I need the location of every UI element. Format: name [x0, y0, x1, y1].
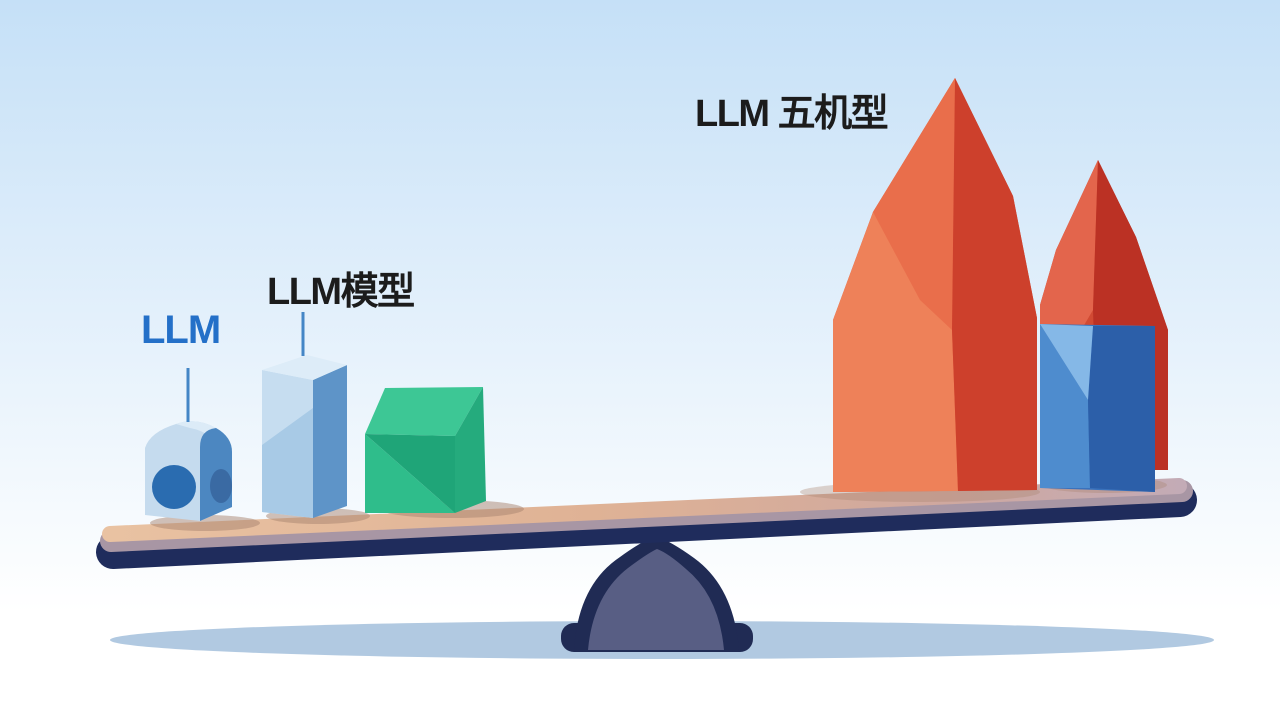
label-llm-medium: LLM模型: [267, 271, 415, 313]
right-blue-prism: [1040, 324, 1155, 492]
green-cube-front-dark-facet: [365, 434, 455, 513]
right-prism-right-face: [1088, 326, 1155, 492]
red-crystal-dark-facet: [952, 78, 1037, 491]
dome-shape-front-circle: [152, 465, 196, 509]
seesaw-plank: [96, 478, 1197, 569]
large-red-crystal: [833, 78, 1037, 492]
plank-top-surface: [102, 478, 1187, 542]
label-llm-large: LLM 五机型: [695, 93, 889, 135]
blue-prism-top-face: [262, 355, 347, 380]
red-crystal-mid-facet: [873, 78, 955, 330]
green-cube-top-face: [365, 387, 483, 436]
label-llm-small: LLM: [141, 308, 221, 352]
small-dome-shape: [145, 421, 232, 521]
green-cube-side-face: [455, 387, 486, 513]
blue-prism-side-face: [313, 365, 347, 518]
blue-prism-front-shade: [262, 408, 313, 518]
green-cube: [365, 387, 486, 513]
right-prism-left-face: [1040, 324, 1090, 488]
fulcrum-dome-fill: [588, 549, 724, 650]
dome-shape-side-circle: [210, 469, 232, 503]
fulcrum: [561, 536, 753, 652]
medium-blue-prism: [262, 355, 347, 518]
right-prism-top-highlight-facet: [1040, 324, 1093, 400]
shadow-under-dome-shape: [150, 515, 260, 531]
